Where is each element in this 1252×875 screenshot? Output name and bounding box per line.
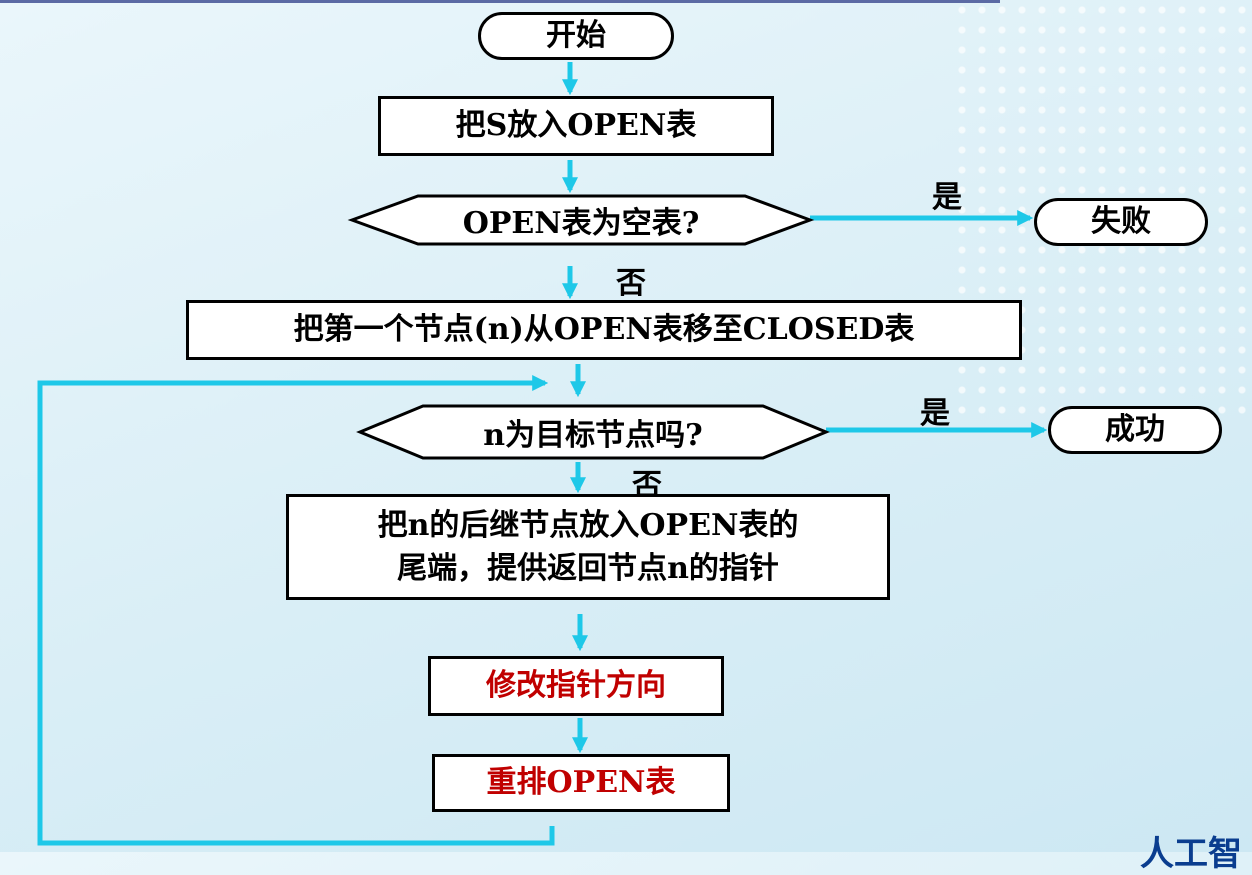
success-terminal: 成功 [1048,406,1222,454]
reorder-open-box: 重排OPEN表 [432,754,730,812]
yes-label-empty: 是 [932,180,962,215]
modify-pointer-box: 修改指针方向 [428,656,724,716]
no-label-empty: 否 [616,266,646,301]
top-rule [0,0,1000,3]
expand-successors-box: 把n的后继节点放入OPEN表的 尾端，提供返回节点n的指针 [286,494,890,600]
start-label: 开始 [546,18,606,54]
open-empty-decision-text: OPEN表为空表? [420,198,742,242]
connector-layer [37,62,1048,846]
modify-pointer-label: 修改指针方向 [486,668,666,704]
expand-successors-line1: 把n的后继节点放入OPEN表的 [377,507,799,543]
start-terminal: 开始 [478,12,674,60]
is-goal-decision-text: n为目标节点吗? [425,408,761,456]
expand-successors-line2: 尾端，提供返回节点n的指针 [397,551,779,586]
put-s-open-label: 把S放入OPEN表 [455,108,697,144]
brand-text: 人工智 [1140,834,1242,874]
is-goal-label: n为目标节点吗? [483,418,703,453]
decision-open-empty-shape [347,194,815,246]
loop-back-line [37,374,555,846]
open-empty-label: OPEN表为空表? [462,206,700,241]
put-s-open-box: 把S放入OPEN表 [378,96,774,156]
fail-label: 失败 [1091,204,1151,240]
decision-is-goal-shape [356,404,830,460]
reorder-open-label: 重排OPEN表 [486,765,676,801]
yes-label-goal: 是 [920,396,950,431]
move-first-node-box: 把第一个节点(n)从OPEN表移至CLOSED表 [186,300,1022,360]
move-first-node-label: 把第一个节点(n)从OPEN表移至CLOSED表 [293,312,915,348]
fail-terminal: 失败 [1034,198,1208,246]
success-label: 成功 [1105,412,1165,448]
